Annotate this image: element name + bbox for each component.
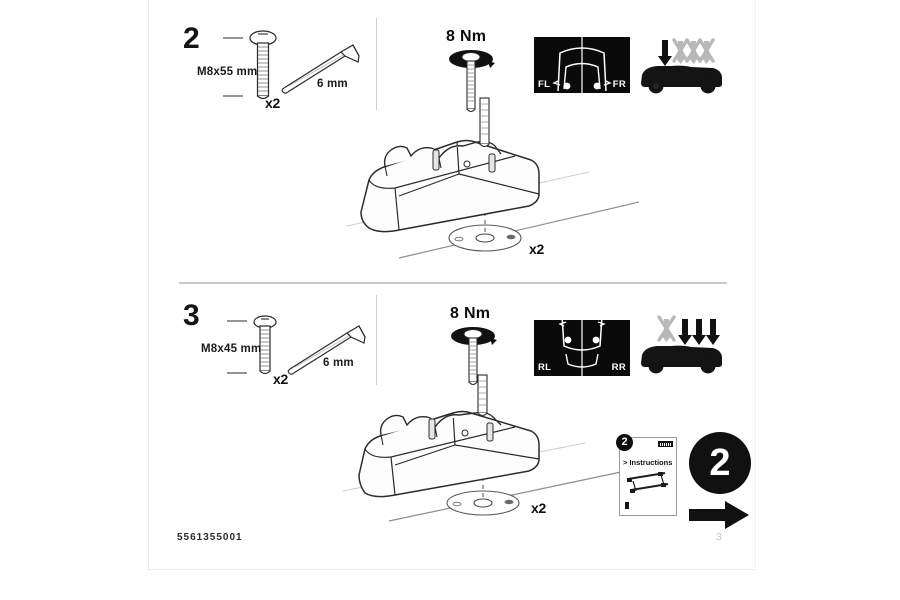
- step-2-torque-value: 8 Nm: [446, 28, 487, 45]
- step-3-position-panel: RL RR: [534, 320, 630, 376]
- step-2-position-panel: FL FR: [534, 37, 630, 93]
- reference-step-circle: 2: [689, 432, 751, 494]
- step-divider: [179, 282, 727, 284]
- step-3-bolt-label: M8x45 mm: [201, 343, 262, 355]
- step-3-assembly-quantity: x2: [531, 500, 546, 516]
- step-3-car-position-icon: [637, 313, 725, 375]
- step-3-position-left-label: RL: [538, 362, 552, 373]
- step-2-section: 2 M8x55 mm: [149, 0, 757, 282]
- page-number: 3: [716, 532, 722, 543]
- step-3-position-right-label: RR: [611, 362, 626, 373]
- step-3-hex-key-label: 6 mm: [323, 357, 354, 369]
- step-3-number: 3: [183, 299, 200, 332]
- step-3-hex-key-illustration: [285, 321, 377, 375]
- step-2-position-left-label: FL: [538, 79, 551, 90]
- step-3-bolt-quantity: x2: [273, 371, 288, 387]
- document-part-number: 5561355001: [177, 532, 243, 543]
- step-3-section: 3 M8x45 mm x2: [149, 283, 757, 533]
- step-3-torque-bolt-icon: [445, 324, 501, 390]
- step-2-bolt-quantity: x2: [265, 95, 280, 111]
- step-2-assembly-illustration: [339, 97, 739, 266]
- instruction-page: 2 M8x55 mm: [148, 0, 756, 570]
- step-3-bolt-dimension-lines: [227, 320, 247, 374]
- barcode-icon: [658, 441, 673, 447]
- next-arrow-icon: [689, 501, 749, 529]
- step-2-bolt-label: M8x55 mm: [197, 66, 258, 78]
- reference-instructions-label: > Instructions: [623, 458, 673, 467]
- step-3-torque-value: 8 Nm: [450, 305, 491, 322]
- step-2-torque-bolt-icon: [443, 47, 499, 117]
- instructions-reference-thumbnail[interactable]: 2 > Instructions: [616, 434, 677, 516]
- step-2-car-position-icon: [637, 37, 725, 95]
- step-2-assembly-quantity: x2: [529, 241, 544, 257]
- step-3-parts-separator: [376, 295, 377, 385]
- step-3-assembly-illustration: [335, 374, 735, 525]
- reference-marker-icon: [625, 502, 629, 509]
- step-2-position-right-label: FR: [612, 79, 626, 90]
- step-2-hex-key-illustration: [279, 40, 371, 94]
- roof-bar-illustration: [627, 472, 669, 493]
- step-2-number: 2: [183, 22, 200, 55]
- step-2-bolt-dimension-lines: [223, 37, 243, 97]
- reference-badge-number: 2: [616, 434, 633, 451]
- step-2-hex-key-label: 6 mm: [317, 78, 348, 90]
- step-3-bolt-illustration: [241, 313, 289, 379]
- step-2-bolt-illustration: [237, 28, 289, 104]
- step-2-parts-separator: [376, 18, 377, 110]
